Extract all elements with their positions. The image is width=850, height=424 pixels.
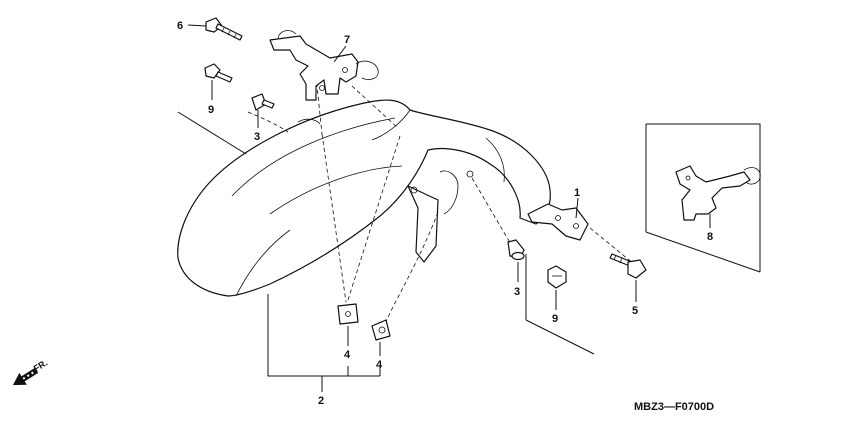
callout-6: 6 xyxy=(177,20,183,32)
front-fender xyxy=(177,99,551,297)
front-direction-indicator: FR. xyxy=(12,358,50,386)
callout-1: 1 xyxy=(574,187,580,199)
bracket-8 xyxy=(675,165,761,221)
callout-8: 8 xyxy=(707,231,713,243)
callout-5: 5 xyxy=(632,305,638,317)
inset-frames xyxy=(177,111,761,355)
callout-9-right: 9 xyxy=(552,313,558,325)
bracket-7 xyxy=(269,30,379,101)
assembly-dash-lines xyxy=(247,75,635,325)
callout-4-left: 4 xyxy=(344,349,351,361)
callout-3-right: 3 xyxy=(514,286,520,298)
screw-3-left xyxy=(251,93,275,111)
callout-2: 2 xyxy=(318,395,324,407)
direction-label: FR. xyxy=(32,358,50,374)
bolt-5 xyxy=(609,253,647,279)
callout-7: 7 xyxy=(344,34,350,46)
callout-3-left: 3 xyxy=(254,131,260,143)
clip-nut-4-right xyxy=(371,319,391,341)
bracket-1 xyxy=(527,203,589,241)
screw-9-right xyxy=(547,265,567,289)
bolt-6 xyxy=(205,17,243,41)
clip-nut-4-left xyxy=(337,303,359,325)
screw-9-left xyxy=(204,63,233,83)
callout-4-right: 4 xyxy=(376,359,383,371)
screw-3-right xyxy=(507,239,525,261)
callout-9-left: 9 xyxy=(208,104,214,116)
leader-lines xyxy=(187,24,711,392)
callout-labels: 6 7 9 3 1 8 3 9 5 4 4 2 xyxy=(177,20,713,407)
diagram-code: MBZ3—F0700D xyxy=(634,401,714,413)
front-arrow-icon xyxy=(12,367,39,386)
